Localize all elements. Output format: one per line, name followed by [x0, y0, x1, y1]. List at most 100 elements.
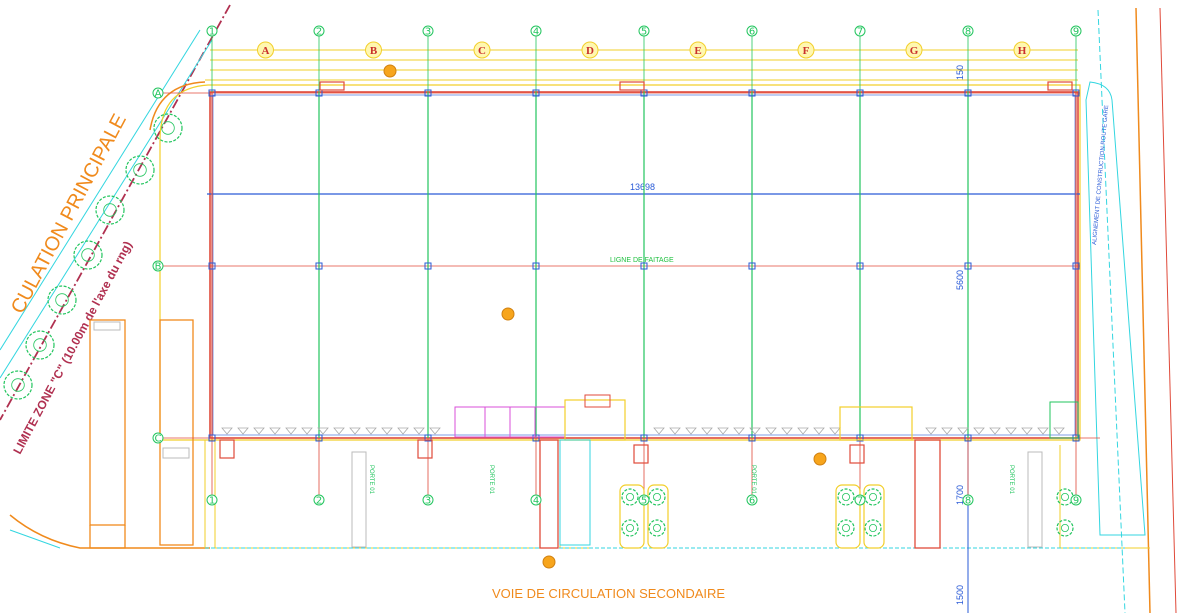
dock-door	[1005, 427, 1017, 435]
tree	[1056, 488, 1074, 506]
column-bubble-bottom-ring	[638, 494, 650, 506]
tree-core	[1061, 524, 1070, 533]
outer-corner-orange	[149, 81, 206, 131]
column-post	[208, 262, 216, 270]
dock-door	[813, 427, 825, 435]
column-post	[532, 262, 540, 270]
row-bubble-text: C	[155, 434, 162, 445]
column-bubble-top-ring	[746, 25, 758, 37]
gate-label: PORTE 01	[488, 465, 494, 495]
column-post	[424, 262, 432, 270]
column-bubble-bottom: 5	[638, 494, 650, 507]
dock-door	[973, 427, 985, 435]
tree-planter	[619, 484, 645, 549]
column-bubble-bottom: 1	[206, 494, 218, 507]
tree-core	[869, 524, 878, 533]
dock-leveler	[417, 439, 433, 459]
column-bubble-top: 8	[962, 25, 974, 38]
dock-door	[925, 427, 937, 435]
dim-top-label: 150	[955, 65, 965, 80]
yard-boundary	[204, 440, 1150, 549]
tree-core	[55, 293, 69, 307]
tree-core	[33, 338, 47, 352]
row-bubble-text: B	[155, 262, 162, 273]
column-bubble-top-text: 2	[316, 27, 322, 38]
dock-door	[957, 427, 969, 435]
dock-door	[317, 427, 329, 435]
column-bubble-bottom: 9	[1070, 494, 1082, 507]
secondary-road-label: VOIE DE CIRCULATION SECONDAIRE	[492, 586, 725, 601]
dock-leveler	[849, 444, 865, 464]
column-bubble-bottom-ring	[313, 494, 325, 506]
bay-bubble-text: A	[262, 45, 270, 57]
trees	[3, 113, 1074, 549]
right-road-edges	[1097, 7, 1177, 613]
column-bubble-top: 2	[313, 25, 325, 38]
column-bubble-bottom-ring	[206, 494, 218, 506]
tree-core	[626, 492, 635, 501]
column-post	[532, 434, 540, 442]
column-bubble-top-text: 4	[533, 27, 539, 38]
tree-planter	[835, 484, 861, 549]
dock-door	[781, 427, 793, 435]
tree-core	[653, 524, 662, 533]
dock-door	[733, 427, 745, 435]
column-bubble-bottom-ring	[1070, 494, 1082, 506]
bay-bubble-text: B	[370, 45, 378, 57]
column-bubble-bottom: 4	[530, 494, 542, 507]
column-bubble-top-ring	[638, 25, 650, 37]
dock-door	[765, 427, 777, 435]
dock-door	[365, 427, 377, 435]
tree-core	[869, 492, 878, 501]
column-post	[640, 434, 648, 442]
column-bubble-bottom-text: 5	[641, 496, 647, 507]
row-bubble-ring	[152, 260, 164, 272]
tree	[73, 240, 103, 270]
dock-door	[989, 427, 1001, 435]
column-bubble-top-text: 1	[209, 27, 215, 38]
gate-label: PORTE 01	[368, 465, 374, 495]
ridge-line-label: LIGNE DE FAITAGE	[610, 257, 674, 264]
column-post	[315, 262, 323, 270]
column-bubble-bottom-text: 9	[1073, 496, 1079, 507]
row-bubble: B	[152, 260, 164, 273]
tree	[153, 113, 183, 143]
column-bubble-top: 1	[206, 25, 218, 38]
column-bubble-top: 5	[638, 25, 650, 38]
row-bubble-ring	[152, 432, 164, 444]
dock-leveler	[219, 439, 235, 459]
bay-bubble-text: H	[1018, 45, 1027, 57]
left-parking	[89, 319, 194, 549]
column-post	[856, 89, 864, 97]
dock-door	[349, 427, 361, 435]
column-bubble-top: 9	[1070, 25, 1082, 38]
column-post	[964, 89, 972, 97]
dock-door	[1037, 427, 1049, 435]
bay-bubble-ring	[581, 41, 599, 59]
dock-door	[1021, 427, 1033, 435]
bay-bubble-ring	[689, 41, 707, 59]
tree	[621, 519, 639, 537]
tree-core	[133, 163, 147, 177]
dock-door	[429, 427, 441, 435]
row-bubble-ring	[152, 87, 164, 99]
column-bubble-bottom-ring	[854, 494, 866, 506]
dock-door	[749, 427, 761, 435]
bay-bubble-text: F	[803, 45, 810, 57]
column-bubble-top: 3	[422, 25, 434, 38]
top-dimension-chain	[205, 49, 1078, 81]
dock-door	[269, 427, 281, 435]
tree	[95, 195, 125, 225]
tree-core	[842, 492, 851, 501]
column-bubble-bottom: 7	[854, 494, 866, 507]
dim-bottom-label: 1500	[955, 585, 965, 605]
site-markers	[383, 64, 827, 569]
column-bubble-top-ring	[962, 25, 974, 37]
tree	[621, 488, 639, 506]
column-bubble-bottom-ring	[530, 494, 542, 506]
dock-door	[653, 427, 665, 435]
column-post	[640, 262, 648, 270]
column-post	[315, 434, 323, 442]
total-length-label: 13698	[630, 182, 655, 192]
